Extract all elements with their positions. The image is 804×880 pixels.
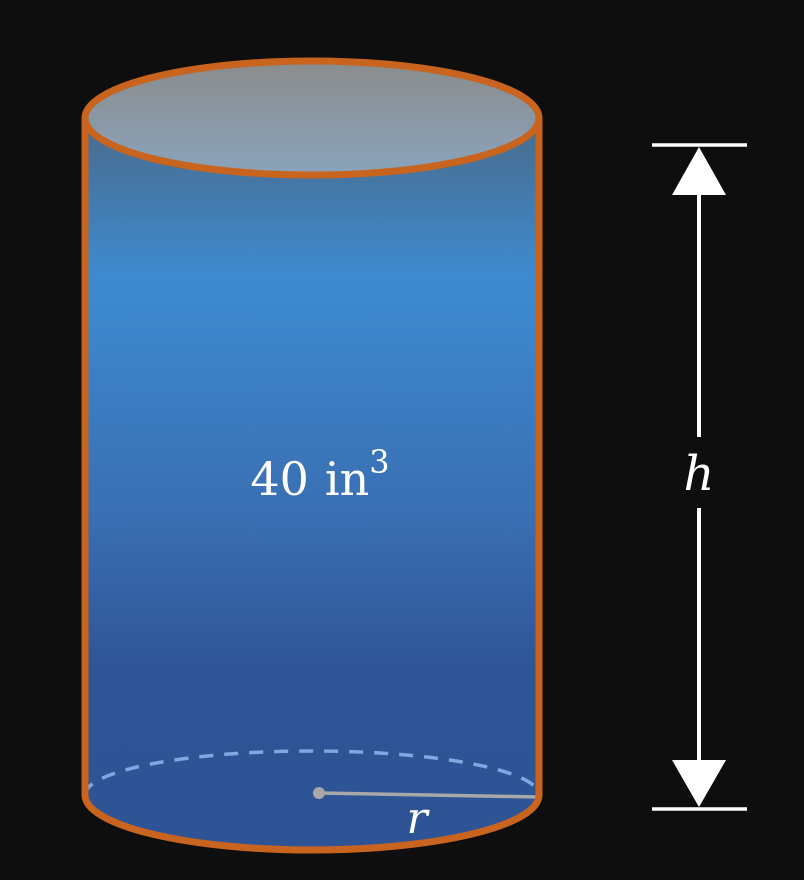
volume-label: 40 in3 (250, 443, 389, 506)
volume-value: 40 (250, 452, 309, 506)
height-arrow-up (672, 147, 726, 195)
volume-exponent: 3 (369, 443, 389, 481)
radius-line (318, 791, 540, 799)
height-label: h (684, 446, 715, 502)
cylinder-outline (81, 118, 543, 854)
center-point (313, 787, 325, 799)
height-dimension: h (652, 143, 747, 811)
height-arrow-down (672, 760, 726, 807)
cylinder-top-face (81, 57, 543, 179)
cylinder-body (85, 118, 539, 850)
volume-unit: in (325, 452, 369, 506)
radius-label: r (406, 793, 430, 844)
cylinder-base-hidden-edge (83, 749, 541, 796)
